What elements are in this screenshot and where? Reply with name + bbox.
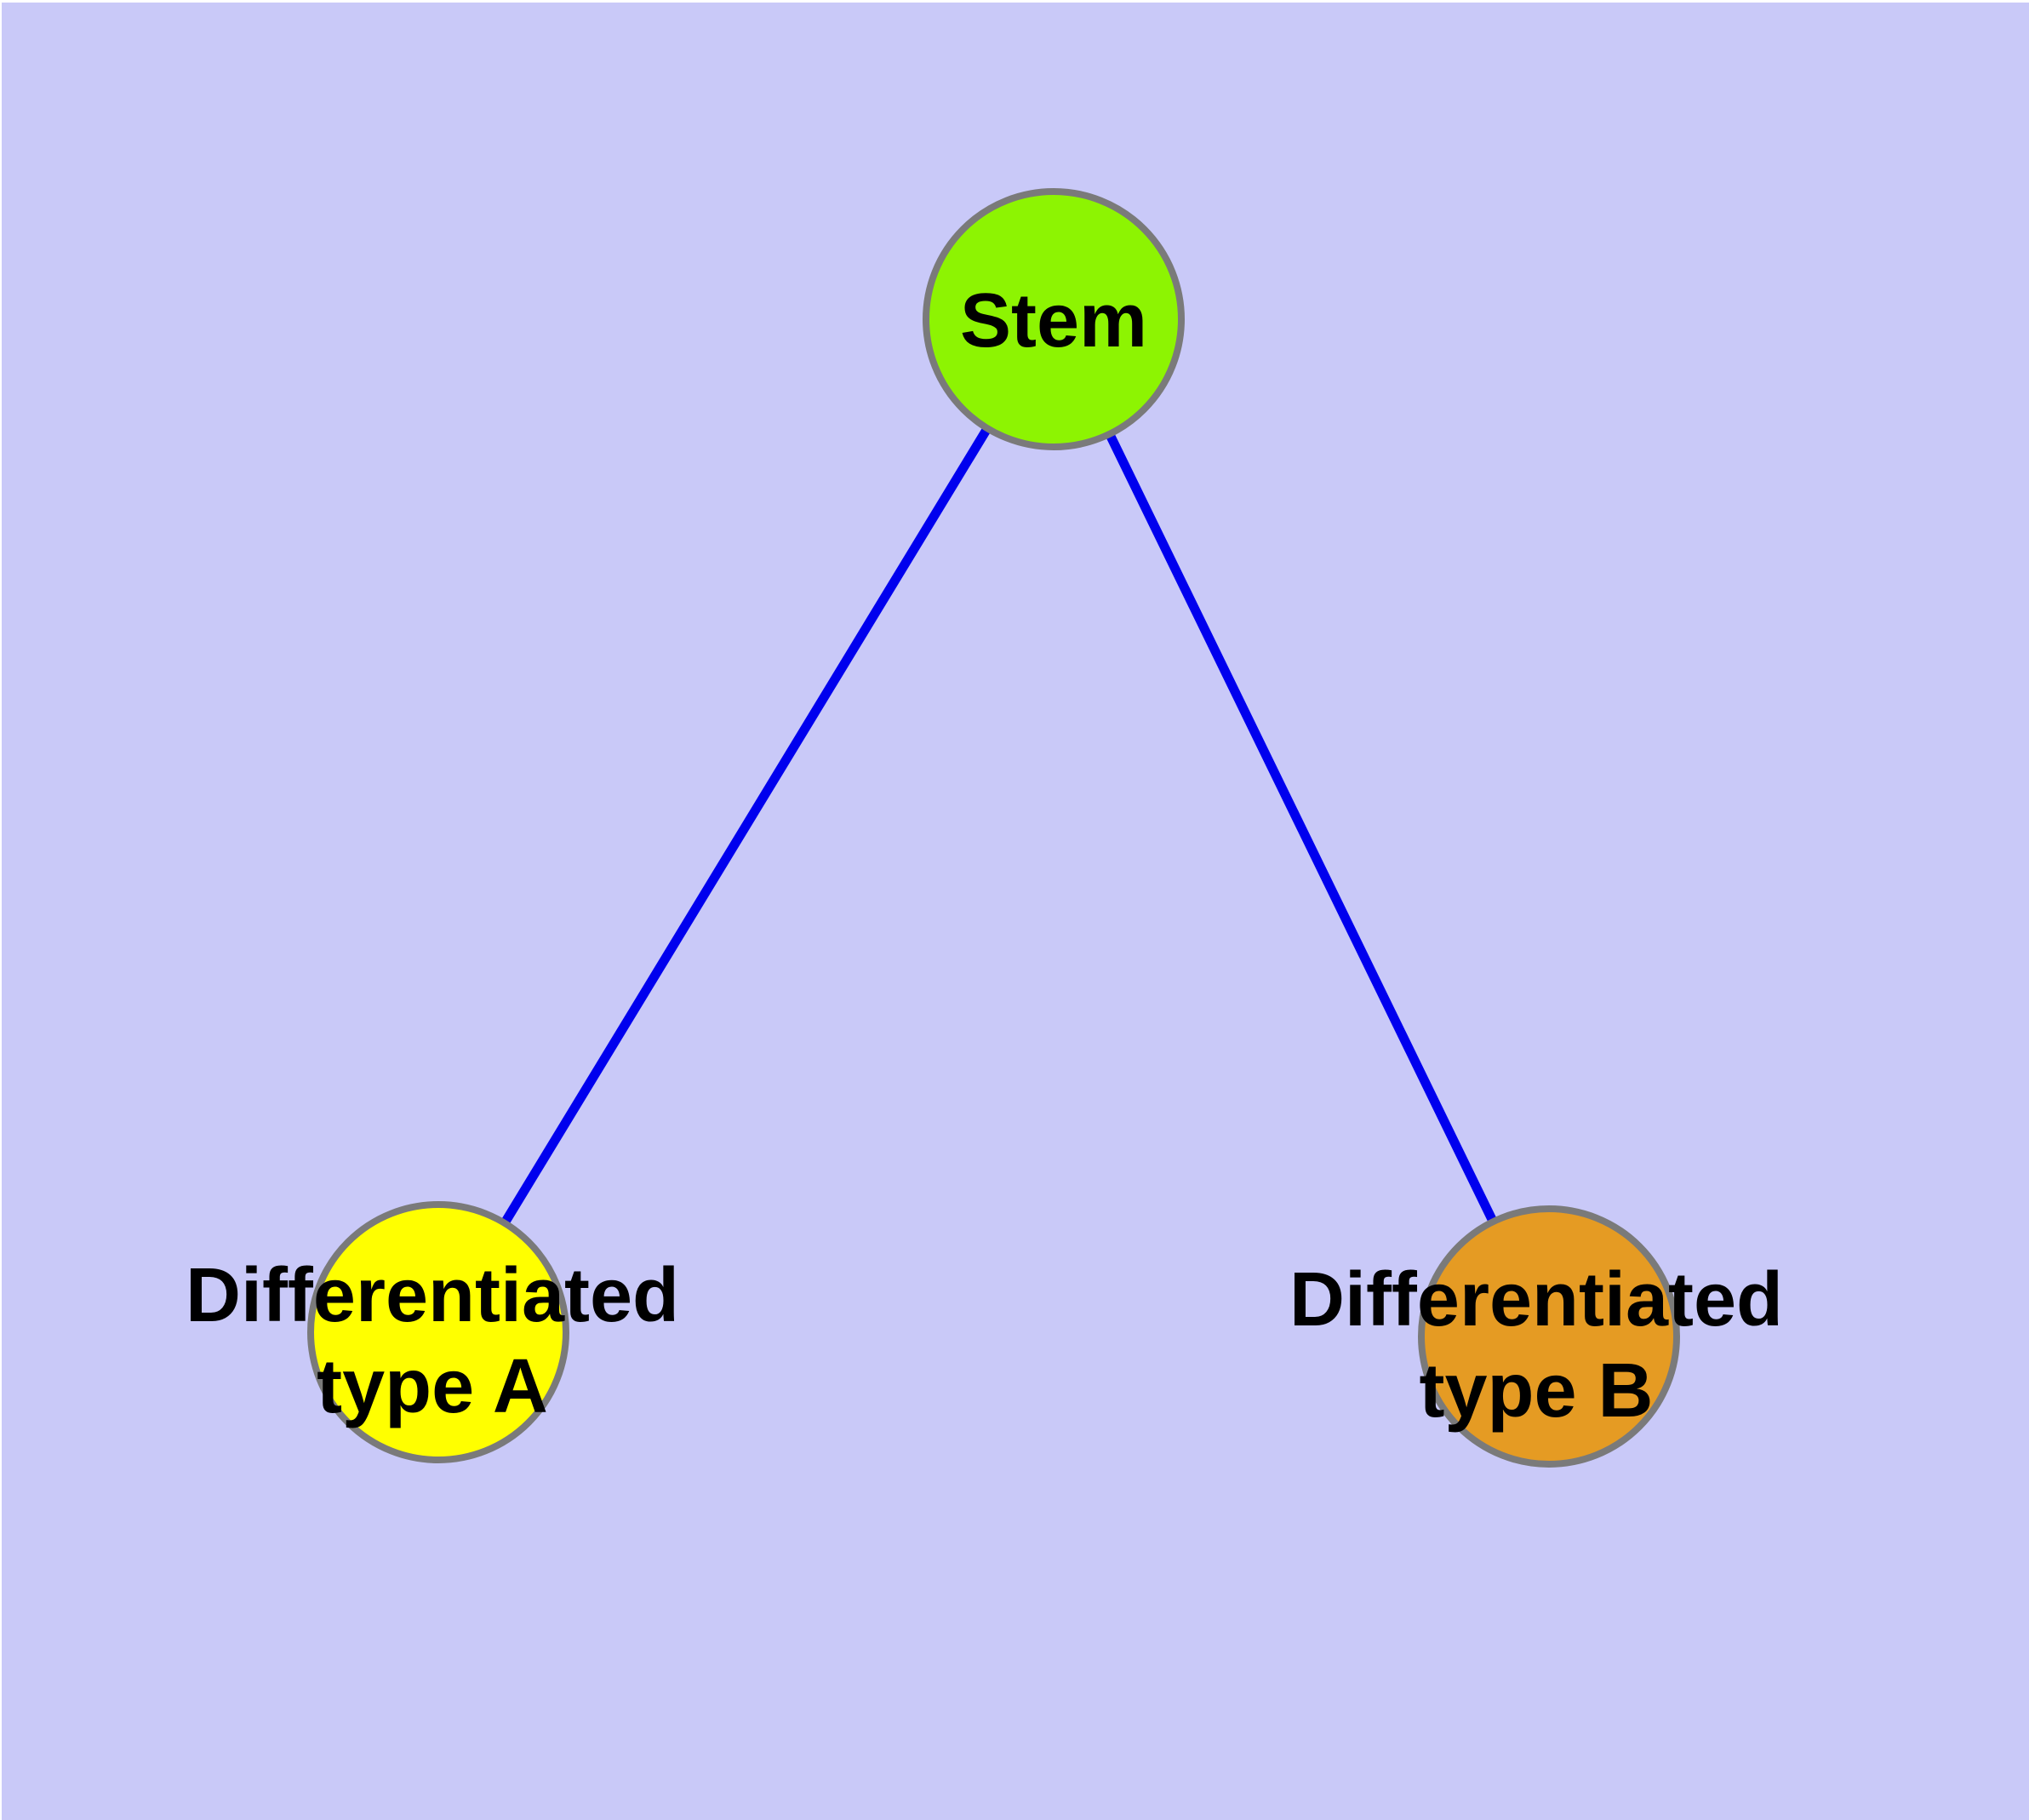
node-stem-circle <box>923 188 1185 450</box>
node-type-a-label-line2: type A <box>317 1344 548 1429</box>
edge-stem-to-type-b <box>1049 317 1553 1339</box>
node-type-a: Differentiated type A <box>186 1201 679 1463</box>
node-type-a-label-line1: Differentiated <box>186 1253 679 1338</box>
node-type-b-label-line2: type B <box>1419 1348 1653 1434</box>
node-type-b-circle <box>1418 1205 1680 1468</box>
node-stem-label: Stem <box>960 278 1147 363</box>
node-type-b-label-line1: Differentiated <box>1289 1257 1783 1342</box>
edge-group <box>434 317 1553 1339</box>
node-type-b: Differentiated type B <box>1289 1205 1783 1468</box>
node-type-a-circle <box>307 1201 569 1463</box>
edge-stem-to-type-a <box>434 317 1058 1335</box>
node-stem: Stem <box>923 188 1185 450</box>
